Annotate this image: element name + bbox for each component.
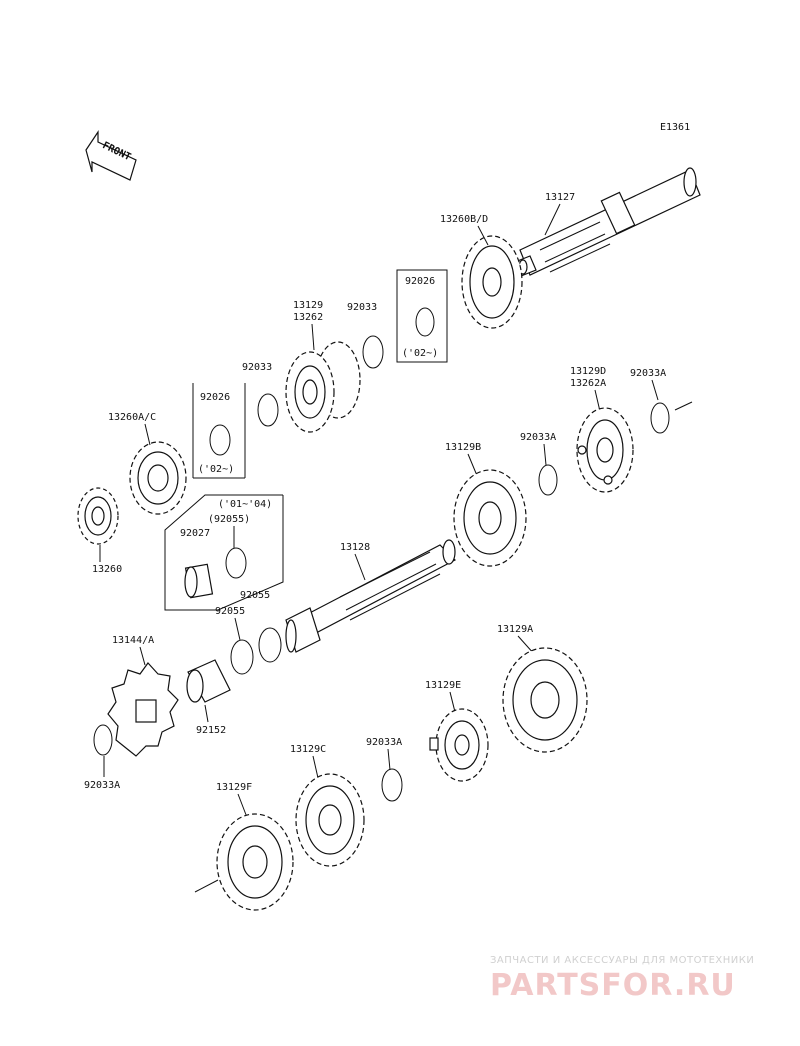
- label-92033a-upper: 92033A: [630, 368, 666, 379]
- label-92026-upper: 92026: [405, 276, 435, 287]
- label-92033a-mid: 92033A: [520, 432, 556, 443]
- label-92033a-lower: 92033A: [84, 780, 120, 791]
- label-92055-a: 92055: [240, 590, 270, 601]
- label-13127: 13127: [545, 192, 575, 203]
- note-92055-paren: (92055): [208, 514, 250, 525]
- watermark-tagline: ЗАПЧАСТИ И АКСЕССУАРЫ ДЛЯ МОТОТЕХНИКИ: [490, 955, 754, 966]
- label-92152: 92152: [196, 725, 226, 736]
- shaft-13128: [285, 539, 457, 653]
- label-92027: 92027: [180, 528, 210, 539]
- note-02-upper: ('02~): [402, 348, 438, 359]
- label-92026-lower: 92026: [200, 392, 230, 403]
- bush-92152: [186, 659, 231, 703]
- gear-13129-13262: [285, 341, 361, 433]
- label-13129e: 13129E: [425, 680, 461, 691]
- gear-13260ac: [129, 441, 187, 515]
- label-13129f: 13129F: [216, 782, 252, 793]
- label-13129a: 13129A: [497, 624, 533, 635]
- gear-13129c: [295, 773, 365, 867]
- note-02-lower: ('02~): [198, 464, 234, 475]
- label-92033-mid: 92033: [242, 362, 272, 373]
- label-13129c: 13129C: [290, 744, 326, 755]
- label-13262a: 13262A: [570, 378, 606, 389]
- gear-13129a: [502, 647, 588, 753]
- gear-13129e: [429, 708, 489, 782]
- gear-13129f: [194, 813, 294, 911]
- gear-13260bd: [461, 235, 523, 329]
- label-13260ac: 13260A/C: [108, 412, 156, 423]
- gear-13260: [77, 487, 119, 545]
- gear-13129b: [453, 469, 527, 567]
- note-box-upper: [396, 269, 448, 363]
- note-01-04: ('01~'04): [218, 499, 272, 510]
- note-box-01-04: [164, 494, 284, 611]
- label-92055-b: 92055: [215, 606, 245, 617]
- gear-13129d: [576, 407, 634, 493]
- label-13129b: 13129B: [445, 442, 481, 453]
- front-arrow-icon: FRONT: [85, 130, 137, 181]
- label-92033a-bottom: 92033A: [366, 737, 402, 748]
- bush-92027: [184, 563, 214, 599]
- label-13129: 13129: [293, 300, 323, 311]
- label-13260: 13260: [92, 564, 122, 575]
- label-13260bd: 13260B/D: [440, 214, 488, 225]
- watermark-brand: PARTSFOR.RU: [490, 968, 736, 1003]
- label-13262: 13262: [293, 312, 323, 323]
- label-13144a: 13144/A: [112, 635, 154, 646]
- shaft-13127: [514, 167, 701, 277]
- label-92033-upper: 92033: [347, 302, 377, 313]
- diagram-code: E1361: [660, 122, 690, 133]
- sprocket-13144a: [107, 662, 179, 757]
- label-13128: 13128: [340, 542, 370, 553]
- label-13129d: 13129D: [570, 366, 606, 377]
